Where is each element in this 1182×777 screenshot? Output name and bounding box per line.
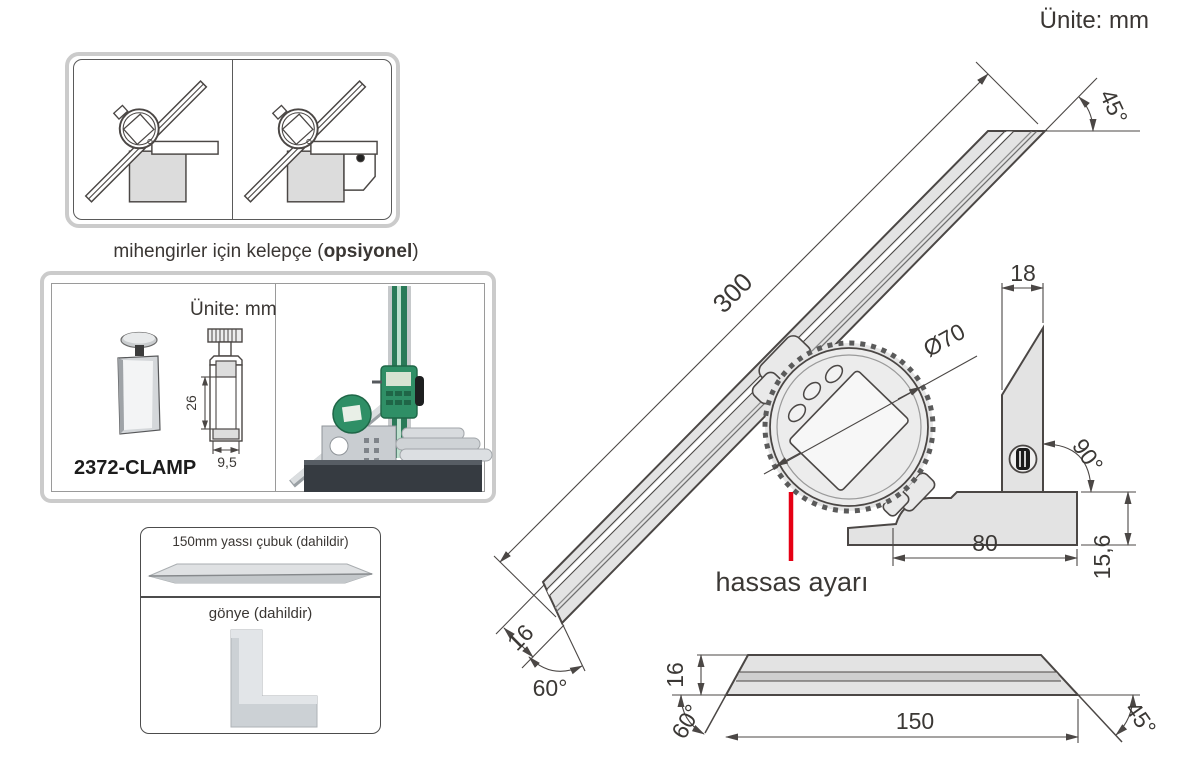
blade-tip-angle-group: 45° — [988, 77, 1140, 132]
blade-width-dim: 16 — [502, 619, 538, 655]
usage-panel-left — [74, 60, 232, 219]
flat-bar-right-angle-dim: 45° — [1120, 697, 1161, 740]
clamp-usage-inner — [73, 59, 392, 220]
gauge-lcd — [386, 372, 411, 386]
blade-tip-angle-dim: 45° — [1095, 85, 1133, 128]
square-label: gönye (dahildir) — [208, 605, 313, 622]
dial-lcd — [341, 404, 362, 423]
square-blade-width-dim: 18 — [1010, 260, 1036, 286]
granite-base — [304, 460, 482, 492]
flat-bar-height-dim: 16 — [662, 662, 688, 688]
included-accessories-box: 150mm yassı çubuk (dahildir) gönye (dahi… — [140, 527, 381, 734]
clamp-photo — [117, 331, 161, 435]
square-angle-dim: 90° — [1067, 434, 1108, 477]
clamp-dimension-drawing: 26 9,5 — [184, 328, 243, 470]
blade-end-angle-dim: 60° — [533, 675, 568, 701]
dial-display — [789, 370, 909, 491]
unit-note: Ünite: mm — [1039, 7, 1149, 34]
usage-drawing-left — [84, 80, 219, 203]
gauge-arm — [151, 140, 219, 155]
clamp-width-dim: 9,5 — [217, 454, 237, 470]
dial-stem — [112, 104, 129, 121]
usage-divider — [231, 60, 234, 219]
dial-button — [824, 364, 844, 384]
gauge-arm — [310, 140, 379, 155]
fine-adjust-label: hassas ayarı — [715, 567, 868, 597]
included-divider — [141, 596, 380, 598]
gauge-knob — [415, 376, 424, 406]
usage-caption-prefix: mihengirler için kelepçe ( — [113, 241, 324, 262]
flat-bar-photo — [147, 563, 374, 584]
lock-knob-icon — [1008, 444, 1038, 474]
dial-display — [281, 113, 315, 146]
dial-button — [787, 403, 807, 423]
dial-button — [802, 381, 822, 401]
clamp-model-number: 2372-CLAMP — [74, 457, 197, 479]
dial-diameter-dim: Ø70 — [919, 318, 970, 362]
dial-stem — [272, 104, 288, 121]
flat-bar-length-dim: 150 — [896, 708, 934, 734]
usage-caption-suffix: ) — [412, 241, 419, 262]
clamp-height-dim: 26 — [184, 395, 199, 411]
dial-display — [122, 113, 155, 146]
square-photo — [230, 629, 318, 728]
usage-caption: mihengirler için kelepçe (opsiyonel) — [50, 241, 482, 263]
flat-bar-left-angle-dim: 60° — [666, 700, 706, 743]
clamp-body — [209, 364, 243, 442]
clamp-panel-divider — [275, 283, 277, 492]
clamp-accessory-box: Ünite: mm 2372-CLAMP — [40, 271, 496, 503]
clamp-unit-note: Ünite: mm — [190, 299, 277, 320]
clamp-usage-box — [65, 52, 400, 228]
base-length-dim: 80 — [972, 530, 998, 556]
usage-panel-right — [233, 60, 391, 219]
flat-bar-side-view: 16 60° 45° 150 — [662, 654, 1161, 743]
usage-drawing-right — [243, 80, 379, 203]
height-gauge-photo — [289, 286, 493, 492]
usage-caption-bold: opsiyonel — [323, 241, 413, 262]
base-height-dim: 15,6 — [1089, 535, 1115, 580]
flat-bar-label: 150mm yassı çubuk (dahildir) — [172, 534, 349, 549]
